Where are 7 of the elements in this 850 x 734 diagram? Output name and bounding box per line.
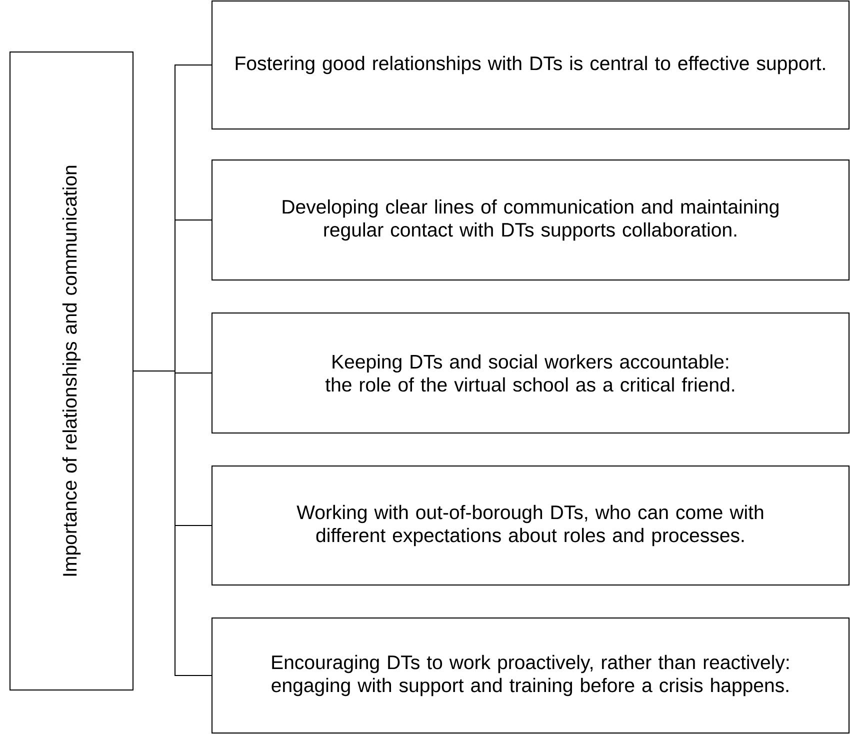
connector-line — [133, 370, 212, 676]
theme-box: Fostering good relationships with DTs is central to effective support. — [212, 0, 850, 130]
theme-box: Keeping DTs and social workers accountable: the role of the virtual school as a critical friend. — [212, 312, 850, 434]
theme-box: Working with out-of-borough DTs, who can come with different expectations about roles and processes. — [212, 466, 850, 586]
topic-box: Importance of relationships and communication — [10, 52, 134, 690]
theme-box: Developing clear lines of communication and maintaining regular contact with DTs supports collaboration. — [212, 160, 850, 280]
theme-box: Encouraging DTs to work proactively, rather than reactively: engaging with support and training before a crisis happens. — [212, 618, 850, 734]
